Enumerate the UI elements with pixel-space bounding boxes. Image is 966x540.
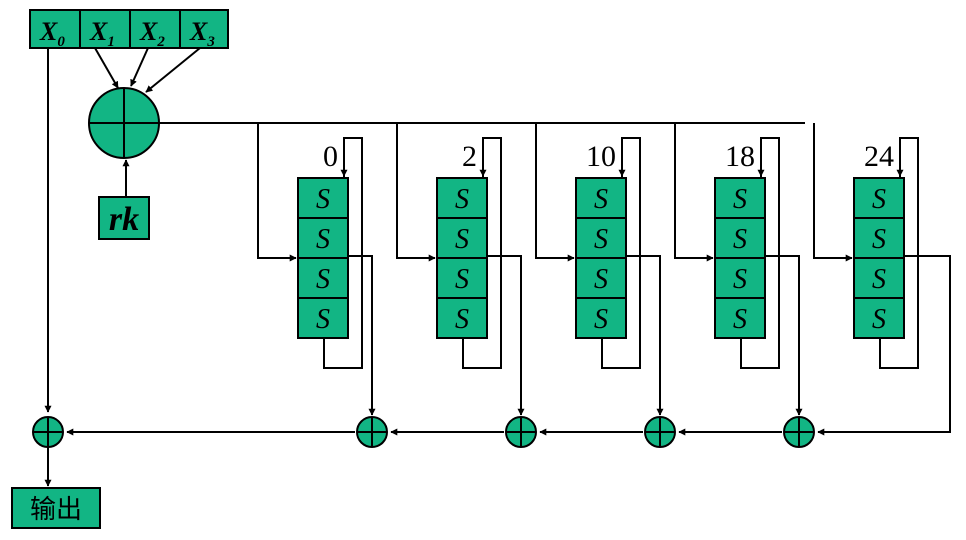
sbox-label-4-3: S [872, 304, 886, 335]
stage-0-input-wire [257, 123, 297, 262]
input-x2-box [129, 9, 181, 49]
bottom-xor-chain [66, 255, 951, 436]
input-register: X0 X1 X2 X3 [29, 9, 229, 50]
sbox-label-3-2: S [733, 264, 747, 295]
input-x2-label: X2 [139, 17, 165, 50]
round-key-box: rk [98, 196, 150, 240]
sbox-label-1-1: S [455, 224, 469, 255]
sbox-0-0 [297, 177, 349, 219]
input-x1-box [79, 9, 131, 49]
stage-1-input-wire [396, 123, 436, 262]
chain-xor-3 [783, 416, 815, 448]
sbox-label-3-0: S [733, 184, 747, 215]
stage-3-output-wire [765, 255, 803, 416]
rotation-label-3: 18 [725, 140, 755, 173]
rotation-label-2: 10 [586, 140, 616, 173]
sbox-label-3-1: S [733, 224, 747, 255]
sbox-label-4-2: S [872, 264, 886, 295]
sbox-4-3 [853, 297, 905, 339]
sbox-label-4-1: S [872, 224, 886, 255]
input-x0-label: X0 [39, 17, 65, 50]
input-x1-label: X1 [89, 17, 115, 50]
rotation-label-0: 0 [323, 140, 338, 173]
final-xor-symbol [32, 416, 64, 448]
sbox-label-2-0: S [594, 184, 608, 215]
sbox-3-3 [714, 297, 766, 339]
sbox-label-0-0: S [316, 184, 330, 215]
sbox-1-2 [436, 257, 488, 299]
chain-xor-2 [644, 416, 676, 448]
sbox-label-1-2: S [455, 264, 469, 295]
sbox-label-4-0: S [872, 184, 886, 215]
sbox-1-1 [436, 217, 488, 259]
sbox-2-3 [575, 297, 627, 339]
input-to-xor-arrows [94, 47, 201, 93]
sbox-0-1 [297, 217, 349, 259]
sbox-label-0-2: S [316, 264, 330, 295]
output-box: 输出 [11, 487, 101, 529]
stage-4-input-wire [813, 123, 853, 262]
sbox-label-1-0: S [455, 184, 469, 215]
chain-xor-1 [505, 416, 537, 448]
input-x0-box [29, 9, 81, 49]
sbox-0-3 [297, 297, 349, 339]
chain-xor-0 [356, 416, 388, 448]
stage-2-output-wire [626, 255, 664, 416]
sbox-label-2-2: S [594, 264, 608, 295]
sbox-label-0-1: S [316, 224, 330, 255]
sbox-label-3-3: S [733, 304, 747, 335]
input-x3-box [179, 9, 229, 49]
rotation-label-1: 2 [462, 140, 477, 173]
sbox-2-2 [575, 257, 627, 299]
stage-3-input-wire [674, 123, 714, 262]
sbox-label-1-3: S [455, 304, 469, 335]
rotation-label-4: 24 [864, 140, 894, 173]
sbox-3-0 [714, 177, 766, 219]
round-key-label: rk [109, 201, 139, 238]
sbox-label-2-1: S [594, 224, 608, 255]
input-x3-label: X3 [189, 17, 215, 50]
stage-0-output-wire [348, 255, 376, 416]
sbox-label-2-3: S [594, 304, 608, 335]
chain-wire-5 [817, 255, 951, 436]
output-label: 输出 [30, 495, 82, 525]
big-xor-symbol [88, 87, 160, 159]
sbox-label-0-3: S [316, 304, 330, 335]
stage-2-input-wire [535, 123, 575, 262]
stage-1-output-wire [487, 255, 525, 416]
